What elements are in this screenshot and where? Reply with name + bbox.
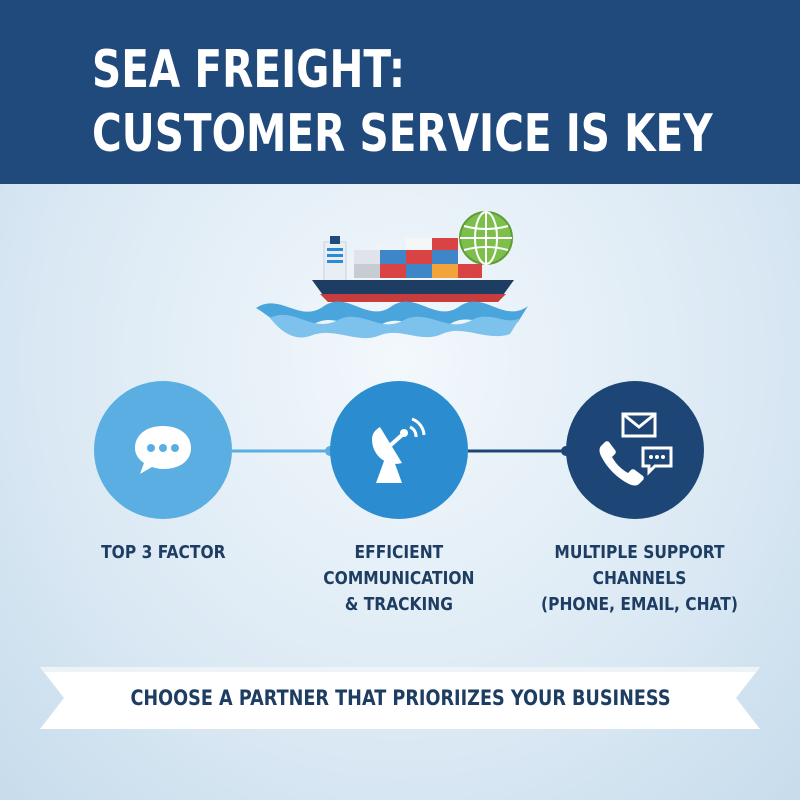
header-bar: SEA FREIGHT: CUSTOMER SERVICE IS KEY [0, 0, 800, 184]
step-label-support-channels: MULTIPLE SUPPORT CHANNELS (PHONE, EMAIL,… [525, 540, 745, 618]
email-icon [621, 412, 657, 438]
title-line-1: SEA FREIGHT: [92, 40, 406, 100]
waves-icon [256, 301, 528, 339]
step-label-top-factor: TOP 3 FACTOR [53, 540, 273, 566]
page-title: SEA FREIGHT: CUSTOMER SERVICE IS KEY [92, 38, 713, 166]
title-line-2: CUSTOMER SERVICE IS KEY [92, 104, 713, 164]
step-circle-top-factor [94, 381, 232, 519]
chat-bubble-icon [135, 426, 191, 474]
banner-text: CHOOSE A PARTNER THAT PRIORIIZES YOUR BU… [129, 686, 671, 710]
step-3-label-line-3: (PHONE, EMAIL, CHAT) [541, 594, 738, 615]
step-3-label-line-1: MULTIPLE SUPPORT [554, 542, 725, 563]
globe-icon [459, 211, 513, 265]
phone-email-chat-icon [599, 412, 673, 486]
step-circle-support-channels [566, 381, 704, 519]
satellite-dish-icon [372, 417, 426, 483]
step-1-label-line-1: TOP 3 FACTOR [100, 542, 226, 563]
step-2-label-line-1: EFFICIENT [354, 542, 444, 563]
ribbon-banner [40, 667, 760, 729]
containers [354, 238, 482, 278]
step-label-communication: EFFICIENT COMMUNICATION & TRACKING [289, 540, 509, 618]
step-2-label-line-2: COMMUNICATION [323, 568, 475, 589]
chat-icon [641, 446, 673, 476]
step-2-label-line-3: & TRACKING [344, 594, 454, 615]
step-3-label-line-2: CHANNELS [592, 568, 687, 589]
step-circle-communication [330, 381, 468, 519]
phone-icon [599, 441, 644, 486]
cargo-ship-icon [256, 211, 528, 339]
